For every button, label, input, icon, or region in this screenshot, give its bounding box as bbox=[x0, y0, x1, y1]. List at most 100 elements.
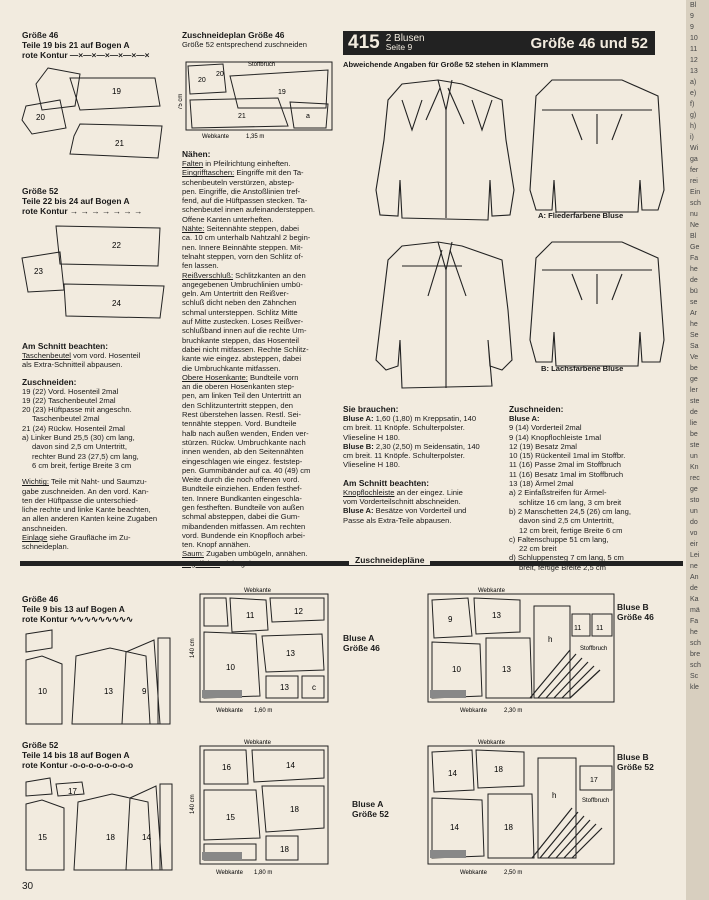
sewing-line: mibandenden mitfassen. Am rechten bbox=[182, 521, 306, 531]
sewing-line: pen. Eingriffe, die Anstoßlinien tref- bbox=[182, 186, 301, 196]
sewing-keyword: Nähte: bbox=[182, 224, 205, 234]
sewing-line: schluß dicht neben den Zähnchen bbox=[182, 298, 297, 308]
blouse-cutting-line: b) 2 Manschetten 24,5 (26) cm lang, bbox=[509, 506, 631, 516]
edge-text-fragment: nu bbox=[690, 211, 698, 218]
sewing-line: an die oberen Hosenkanten step- bbox=[182, 382, 295, 392]
svg-text:10: 10 bbox=[452, 665, 461, 674]
trousers-52-header: Größe 52 Teile 22 bis 24 auf Bogen A rot… bbox=[22, 186, 143, 216]
plan-a-52-webkante-bottom: Webkante bbox=[216, 870, 244, 876]
materials-heading: Sie brauchen: bbox=[343, 404, 399, 414]
svg-text:13: 13 bbox=[280, 683, 289, 692]
svg-text:c: c bbox=[312, 683, 316, 692]
svg-text:17: 17 bbox=[68, 787, 77, 796]
sewing-line: fen lassen. bbox=[182, 261, 219, 271]
plan-b-52-width: 2,50 m bbox=[504, 870, 522, 876]
svg-text:15: 15 bbox=[38, 833, 47, 842]
edge-text-fragment: Fa bbox=[690, 255, 699, 262]
sewing-keyword: Falten bbox=[182, 159, 204, 168]
plan-a-46-height: 140 cm bbox=[190, 638, 196, 658]
edge-text-fragment: ste bbox=[690, 398, 700, 405]
plan-b-46-stoffbruch: Stoffbruch bbox=[580, 646, 607, 652]
blouse-cutting-line: davon sind 2,5 cm Untertritt, bbox=[519, 516, 614, 526]
svg-text:17: 17 bbox=[590, 777, 598, 784]
sewing-line: vord. Bundende ein Knopfloch arbei- bbox=[182, 530, 306, 540]
sewing-line: Weite durch die noch offenen vord. bbox=[182, 475, 300, 485]
sewing-line: pen, am linken Teil den Untertritt an bbox=[182, 391, 302, 401]
plan-b-52-diagram: 14 18 14 18 h 17 Webkante Webkante 2,50 … bbox=[427, 740, 615, 876]
edge-text-fragment: bre bbox=[690, 651, 701, 658]
blouse-46-contour: rote Kontur ∿∿∿∿∿∿∿∿∿ bbox=[22, 614, 134, 624]
sewing-line: telnaht steppen, vorn den Schlitz of- bbox=[182, 251, 304, 261]
blouse-46-pattern-diagram: 10 13 9 bbox=[25, 629, 171, 725]
svg-text:18: 18 bbox=[494, 765, 503, 774]
svg-text:13: 13 bbox=[502, 665, 511, 674]
svg-text:9: 9 bbox=[448, 615, 453, 624]
blouse-cutting-sub: Bluse A: bbox=[509, 414, 540, 423]
svg-text:23: 23 bbox=[34, 267, 43, 276]
edge-text-fragment: he bbox=[690, 629, 698, 636]
einlage-text: Einlage siehe Graufläche im Zu- bbox=[22, 533, 131, 543]
blouse-illustrations bbox=[375, 79, 665, 389]
svg-text:19: 19 bbox=[278, 89, 286, 96]
sewing-line: Saum: Zugaben umbügeln, annähen. bbox=[182, 549, 336, 558]
edge-text-fragment: de bbox=[690, 277, 698, 284]
svg-text:20: 20 bbox=[36, 113, 45, 122]
sewing-line: fend, auf die Hüftpassen stecken. Ta- bbox=[182, 196, 308, 206]
blouse-cutting-line: schlitze 16 cm lang, 3 cm breit bbox=[519, 497, 622, 507]
blouse-pattern-notes-2: vom Vorderteilschnitt abschneiden. bbox=[343, 497, 461, 507]
svg-text:10: 10 bbox=[38, 687, 47, 696]
edge-text-fragment: g) bbox=[690, 112, 697, 119]
magazine-page: Größe 46 Teile 19 bis 21 auf Bogen A rot… bbox=[20, 30, 683, 892]
edge-text-fragment: f) bbox=[690, 101, 695, 108]
edge-text-fragment: An bbox=[690, 574, 699, 581]
plan-b-46-webkante-bottom: Webkante bbox=[460, 708, 488, 714]
edge-text-fragment: lie bbox=[690, 420, 698, 427]
svg-text:h: h bbox=[552, 791, 556, 800]
trousers-46-title: Größe 46 bbox=[22, 30, 59, 40]
edge-text-fragment: Ne bbox=[690, 222, 699, 229]
materials-b-3: Vlieseline H 180. bbox=[343, 460, 400, 470]
edge-text-fragment: 10 bbox=[690, 35, 698, 42]
plan-a-52-width: 1,80 m bbox=[254, 870, 272, 876]
wichtig-line: gabe zuschneiden. An den vord. Kan- bbox=[22, 486, 149, 496]
blouse-cutting-line: d) Schluppensteg 7 cm lang, 5 cm bbox=[509, 553, 624, 563]
sewing-line: innen wenden, ab den Seitennähten bbox=[182, 447, 304, 457]
svg-text:13: 13 bbox=[286, 649, 295, 658]
edge-text-fragment: h) bbox=[690, 123, 697, 130]
sewing-line: halb nach außen wenden, Enden ver- bbox=[182, 428, 309, 438]
sewing-line: kante wie eingez. absteppen, dabei bbox=[182, 354, 302, 364]
cutting-line: 6 cm breit, fertige Breite 3 cm bbox=[32, 460, 132, 470]
sewing-line: ca. 10 cm unterhalb Nahtzahl 2 begin- bbox=[182, 233, 311, 243]
edge-text-fragment: sch bbox=[690, 662, 701, 669]
trousers-52-pattern-diagram: 22 23 24 bbox=[21, 225, 165, 319]
cutting-line: 19 (22) Taschenbeutel 2mal bbox=[22, 395, 116, 405]
pattern-subtitle: 2 Blusen bbox=[385, 33, 425, 44]
cutting-line: 19 (22) Vord. Hosenteil 2mal bbox=[22, 386, 119, 396]
sewing-line: angegebenen Umbruchlinien umbü- bbox=[182, 279, 303, 289]
blouse-cutting-line: 9 (14) Vorderteil 2mal bbox=[509, 423, 582, 433]
sewing-heading: Nähen: bbox=[182, 149, 211, 159]
trousers-52-contour: rote Kontur → → → → → → → bbox=[22, 206, 143, 216]
pattern-notes-text: Taschenbeutel vom vord. Hosenteil bbox=[22, 351, 141, 360]
sewing-line: tennähte steppen. Vord. Bundteile bbox=[182, 419, 297, 429]
edge-text-fragment: ne bbox=[690, 563, 698, 570]
sewing-line: ten. Knopf annähen. bbox=[182, 540, 251, 550]
materials-block: Sie brauchen: Bluse A: 1,60 (1,80) m Kre… bbox=[343, 404, 503, 525]
materials-b: Bluse B: 2,30 (2,50) m Seidensatin, 140 bbox=[343, 441, 480, 451]
sewing-line: Reißverschluß: Schlitzkanten an den bbox=[182, 271, 336, 280]
plan-b-46-diagram: 9 13 10 13 h 11 11 Webkante Webkante 2,3… bbox=[427, 588, 615, 714]
edge-text-fragment: a) bbox=[690, 79, 697, 86]
blouse-cutting-line: 11 (16) Passe 2mal im Stoffbruch bbox=[509, 460, 621, 470]
blouse-pattern-notes-3: Bluse A: Besätze von Vorderteil und bbox=[343, 506, 467, 516]
plan-b-52-webkante-top: Webkante bbox=[478, 740, 506, 746]
sewing-text: Zugaben umbügeln, annähen. bbox=[203, 549, 308, 559]
plan-46-header: Zuschneideplan Größe 46 Größe 52 entspre… bbox=[182, 30, 307, 49]
edge-text-fragment: Ve bbox=[690, 354, 699, 361]
edge-text-fragment: 9 bbox=[690, 13, 694, 20]
blouse-cutting-line: breit, fertige Breite 2,5 cm bbox=[519, 562, 606, 572]
pattern-page-ref: Seite 9 bbox=[385, 42, 413, 52]
edge-text-fragment: Fa bbox=[690, 618, 699, 625]
edge-text-fragment: Ka bbox=[690, 596, 699, 603]
